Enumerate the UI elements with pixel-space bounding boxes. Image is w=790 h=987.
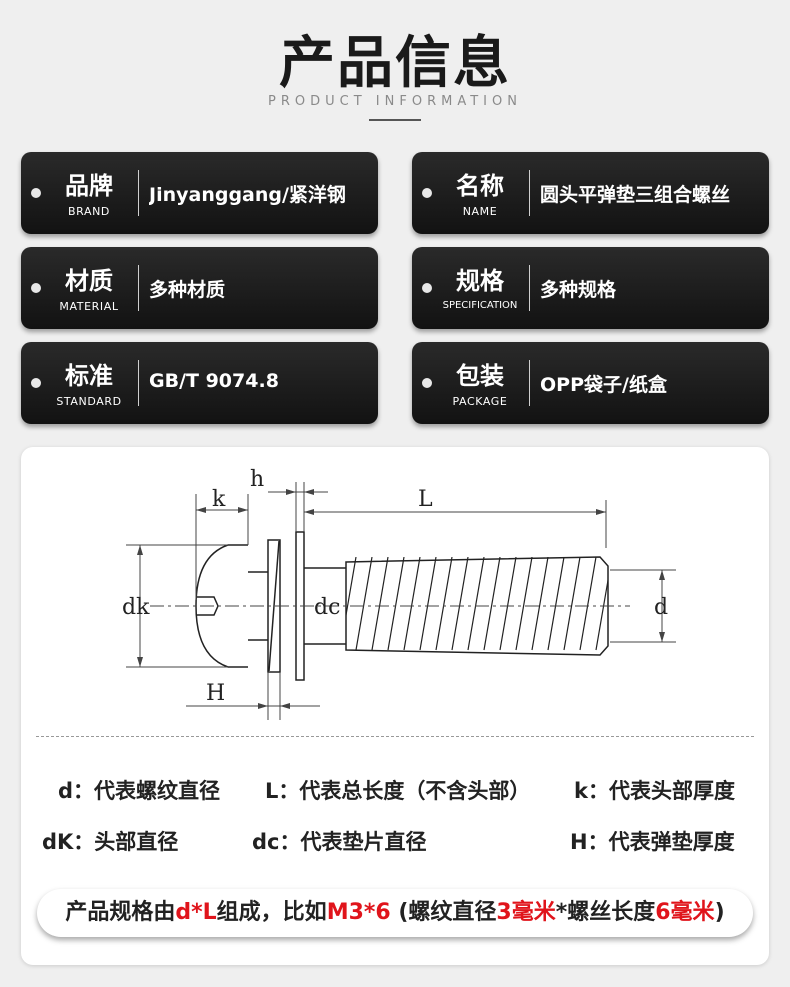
legend-L: L：代表总长度（不含头部） (265, 779, 531, 803)
card-label-en: NAME (462, 205, 498, 218)
legend-k: k：代表头部厚度 (574, 779, 735, 803)
legend-H: H：代表弹垫厚度 (570, 830, 735, 854)
note-text: 组成，比如 (216, 900, 327, 925)
card-label-en: MATERIAL (59, 300, 119, 313)
card-value: GB/T 9074.8 (149, 370, 279, 392)
card-label-cn: 名称 (456, 172, 504, 200)
legend-dc: dc：代表垫片直径 (252, 830, 427, 854)
card-label-cn: 标准 (65, 362, 113, 390)
dim-label-dc: dc (314, 595, 340, 620)
card-label-cn: 包装 (456, 362, 504, 390)
dim-label-dk: dk (122, 595, 150, 620)
dim-label-h: h (250, 467, 264, 492)
card-divider (529, 360, 530, 406)
info-card-brand: 品牌 BRAND Jinyanggang/紧洋钢 (21, 152, 378, 234)
bullet-dot-icon (422, 188, 432, 198)
note-highlight: 3毫米 (496, 900, 556, 925)
diagram-panel (21, 447, 769, 965)
thread-lines (346, 557, 608, 651)
dim-label-L: L (418, 487, 433, 512)
info-card-standard: 标准 STANDARD GB/T 9074.8 (21, 342, 378, 424)
note-highlight: d*L (175, 900, 217, 925)
card-label-cn: 品牌 (65, 172, 113, 200)
dim-label-H: H (206, 681, 225, 706)
bullet-dot-icon (31, 378, 41, 388)
spec-note: 产品规格由d*L组成，比如M3*6 (螺纹直径3毫米*螺丝长度6毫米) (37, 889, 753, 937)
legend-dK: dK：头部直径 (42, 830, 179, 854)
bullet-dot-icon (31, 188, 41, 198)
bullet-dot-icon (422, 283, 432, 293)
card-divider (529, 170, 530, 216)
note-text: ) (714, 900, 725, 925)
dashed-divider (36, 736, 754, 737)
title-underline (369, 119, 421, 121)
card-divider (138, 170, 139, 216)
note-highlight: 6毫米 (655, 900, 715, 925)
card-value: 多种材质 (149, 279, 226, 301)
note-text: (螺纹直径 (390, 900, 497, 925)
note-highlight: M3*6 (326, 900, 391, 925)
info-card-material: 材质 MATERIAL 多种材质 (21, 247, 378, 329)
card-value: 圆头平弹垫三组合螺丝 (540, 184, 731, 206)
screw-shank (345, 556, 609, 656)
card-divider (138, 265, 139, 311)
bullet-dot-icon (31, 283, 41, 293)
card-label-en: BRAND (68, 205, 110, 218)
info-card-package: 包装 PACKAGE OPP袋子/纸盒 (412, 342, 769, 424)
page-subtitle: PRODUCT INFORMATION (268, 94, 522, 109)
note-text: *螺丝长度 (555, 900, 656, 925)
bullet-dot-icon (422, 378, 432, 388)
note-text: 产品规格由 (65, 900, 176, 925)
card-label-en: PACKAGE (452, 395, 508, 408)
card-label-cn: 材质 (65, 267, 113, 295)
card-value: Jinyanggang/紧洋钢 (149, 184, 346, 206)
card-label-cn: 规格 (456, 267, 504, 295)
legend-d: d：代表螺纹直径 (58, 779, 221, 803)
dim-label-d: d (654, 595, 668, 620)
card-divider (529, 265, 530, 311)
info-card-name: 名称 NAME 圆头平弹垫三组合螺丝 (412, 152, 769, 234)
card-label-en: SPECIFICATION (442, 300, 518, 311)
card-label-en: STANDARD (56, 395, 122, 408)
info-card-specification: 规格 SPECIFICATION 多种规格 (412, 247, 769, 329)
card-divider (138, 360, 139, 406)
dim-label-k: k (212, 487, 226, 512)
card-value: 多种规格 (540, 279, 617, 301)
page-title: 产品信息 (279, 31, 511, 96)
card-value: OPP袋子/纸盒 (540, 374, 667, 396)
